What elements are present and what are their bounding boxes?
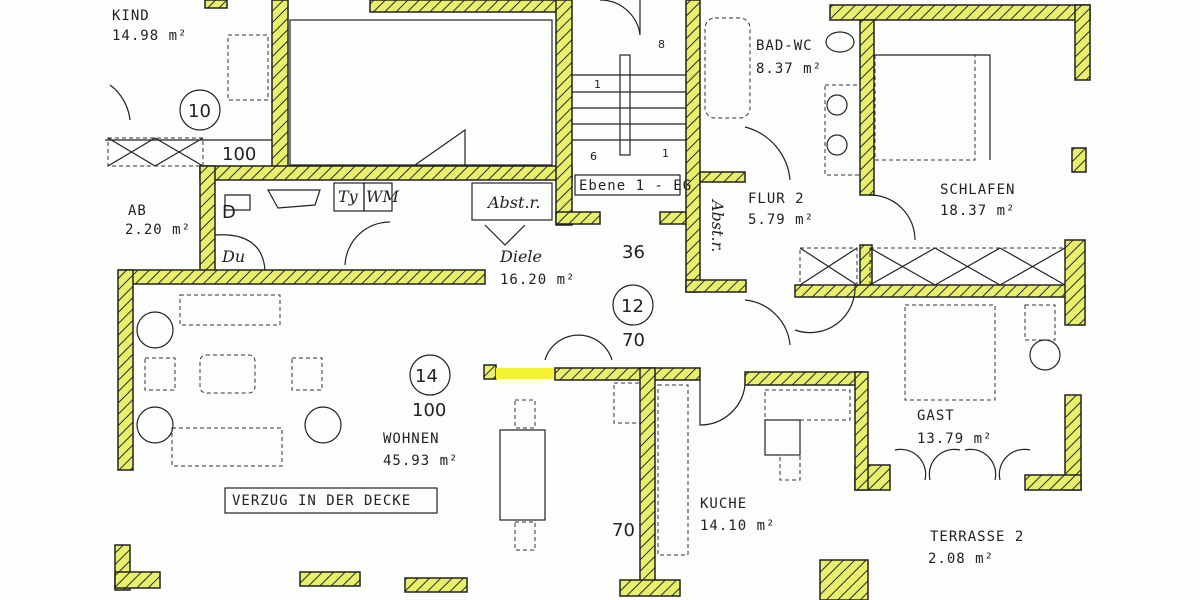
kind-area: 14.98 m² bbox=[112, 28, 187, 44]
schlafen-name: SCHLAFEN bbox=[940, 182, 1015, 198]
walls bbox=[114, 0, 1091, 600]
schlafen-area: 18.37 m² bbox=[940, 203, 1015, 219]
diele-name: Diele bbox=[499, 247, 542, 266]
bad-wc-name: BAD-WC bbox=[756, 38, 813, 54]
wm-label: WM bbox=[366, 187, 399, 206]
furniture bbox=[105, 0, 1066, 556]
d-label: D bbox=[222, 202, 236, 223]
level-label-box bbox=[574, 174, 681, 196]
stairs-level-label: Ebene 1 - EG bbox=[579, 178, 692, 194]
ty-label: Ty bbox=[338, 187, 359, 206]
terrasse-area: 2.08 m² bbox=[928, 551, 994, 567]
kind-number: 10 bbox=[188, 101, 211, 122]
wohnen-note: VERZUG IN DER DECKE bbox=[232, 493, 411, 509]
stairs-count: 36 bbox=[622, 242, 645, 263]
diele-area: 16.20 m² bbox=[500, 272, 575, 288]
kuche-height: 70 bbox=[612, 520, 635, 541]
kind-height: 100 bbox=[222, 144, 256, 165]
flur2-area: 5.79 m² bbox=[748, 212, 814, 228]
ab-area: 2.20 m² bbox=[125, 222, 191, 238]
diele-number: 12 bbox=[621, 296, 644, 317]
wohnen-name: WOHNEN bbox=[383, 431, 440, 447]
room-number-circle-10 bbox=[179, 89, 221, 131]
room-number-circle-12 bbox=[612, 284, 654, 326]
gast-area: 13.79 m² bbox=[917, 431, 992, 447]
terrasse-name: TERRASSE 2 bbox=[930, 529, 1024, 545]
highlight-line bbox=[496, 368, 554, 379]
wardrobe bbox=[107, 137, 1066, 286]
kind-name: KIND bbox=[112, 8, 150, 24]
kuche-area: 14.10 m² bbox=[700, 518, 775, 534]
staircase bbox=[572, 0, 686, 196]
flur2-name: FLUR 2 bbox=[748, 191, 805, 207]
flur2-abst-label: Abst.r. bbox=[708, 198, 727, 253]
wohnen-height: 100 bbox=[412, 400, 446, 421]
abst-label: Abst.r. bbox=[486, 193, 541, 212]
room-labels: KIND 14.98 m² 10 100 AB 2.20 m² D Du Ty … bbox=[112, 8, 1024, 567]
wohnen-area: 45.93 m² bbox=[383, 453, 458, 469]
wohnen-number: 14 bbox=[415, 366, 438, 387]
stairs-bottom-right-number: 1 bbox=[662, 147, 669, 160]
gast-name: GAST bbox=[917, 408, 955, 424]
stairs-left-number: 1 bbox=[594, 78, 601, 91]
note-box bbox=[224, 487, 438, 514]
ab-name: AB bbox=[128, 203, 147, 219]
stairs-top-number: 8 bbox=[658, 38, 665, 51]
stairs-bottom-left-number: 6 bbox=[590, 150, 597, 163]
du-label: Du bbox=[221, 247, 245, 266]
kuche-name: KUCHE bbox=[700, 496, 747, 512]
room-number-circle-14 bbox=[409, 354, 451, 396]
bad-wc-area: 8.37 m² bbox=[756, 61, 822, 77]
diele-height: 70 bbox=[622, 330, 645, 351]
